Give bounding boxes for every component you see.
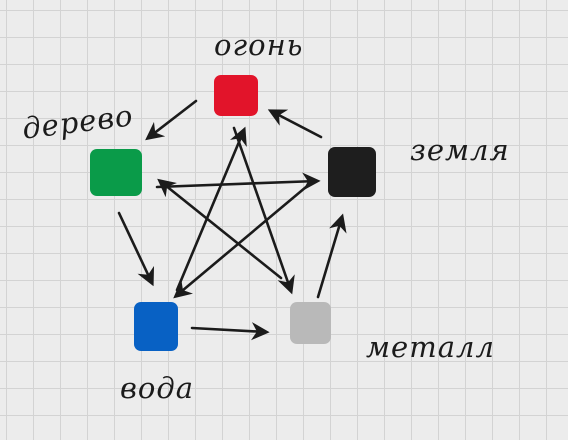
controlling-arrow-wood-to-earth [155,172,321,191]
controlling-arrow-metal-to-wood [157,178,283,280]
controlling-arrow-water-to-fire [175,126,247,292]
arrows-layer [117,99,347,341]
generating-arrow-wood-to-fire [145,99,198,141]
label-metal: металл [366,330,495,364]
generating-arrow-earth-to-metal [316,213,347,299]
controlling-arrow-earth-to-water [173,185,308,299]
label-fire: огонь [214,28,304,62]
node-wood [90,149,142,196]
node-water [134,302,178,351]
generating-arrow-water-to-wood [117,211,155,287]
nodes-layer [90,75,376,351]
controlling-arrow-fire-to-metal [232,126,295,295]
node-metal [290,302,331,344]
generating-arrow-fire-to-earth [267,109,323,139]
label-earth: земля [410,133,510,167]
generating-arrow-metal-to-water [190,322,270,341]
node-earth [328,147,376,197]
label-water: вода [120,371,195,405]
node-fire [214,75,258,116]
